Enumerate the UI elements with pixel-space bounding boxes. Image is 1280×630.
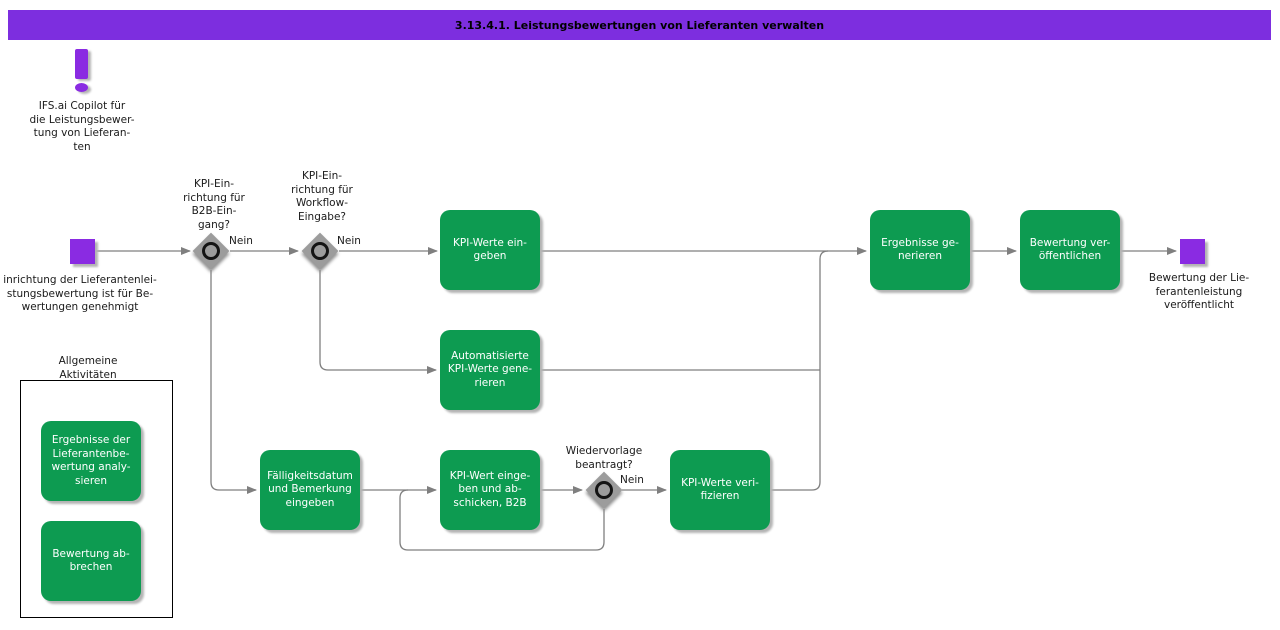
general-activities-box: Ergebnisse der Lieferantenbe- wertung an… [20,380,173,618]
activity-automatisierte-kpi-werte[interactable]: Automatisierte KPI-Werte gene- rieren [440,330,540,410]
activity-label: KPI-Wert einge- ben und ab- schicken, B2… [449,469,531,509]
gateway-b2b-branch-nein: Nein [229,235,253,247]
start-event-label: inrichtung der Lieferantenlei- stungsbew… [3,274,157,313]
activity-label: KPI-Werte ein- geben [453,236,527,263]
annotation-label: IFS.ai Copilot für die Leistungsbewer- t… [29,100,135,153]
exclamation-icon-bar [75,49,88,79]
page-title: 3.13.4.1. Leistungsbewertungen von Liefe… [8,10,1271,40]
gateway-wiedervorlage [585,471,623,509]
gateway-circle-icon [311,242,329,260]
gateway-workflow-branch-nein: Nein [337,235,361,247]
gateway-wiedervorlage-question: Wiedervorlage beantragt? [565,445,643,471]
activity-bewertung-abbrechen[interactable]: Bewertung ab- brechen [41,521,141,601]
activity-bewertung-veroeffentlichen[interactable]: Bewertung ver- öffentlichen [1020,210,1120,290]
activity-ergebnisse-analysieren[interactable]: Ergebnisse der Lieferantenbe- wertung an… [41,421,141,501]
exclamation-icon-dot [75,83,88,92]
activity-kpi-werte-verifizieren[interactable]: KPI-Werte veri- fizieren [670,450,770,530]
activity-label: Ergebnisse der Lieferantenbe- wertung an… [51,434,131,487]
activity-label: Bewertung ab- brechen [52,547,130,574]
activity-kpi-wert-b2b[interactable]: KPI-Wert einge- ben und ab- schicken, B2… [440,450,540,530]
activity-label: Ergebnisse ge- nerieren [881,236,959,263]
activity-label: Fälligkeitsdatum und Bemerkung eingeben [267,469,353,509]
activity-ergebnisse-generieren[interactable]: Ergebnisse ge- nerieren [870,210,970,290]
general-activities-heading: Allgemeine Aktivitäten [58,355,118,381]
activity-label: Automatisierte KPI-Werte gene- rieren [447,349,533,389]
activity-kpi-werte-eingeben[interactable]: KPI-Werte ein- geben [440,210,540,290]
gateway-circle-icon [202,242,220,260]
gateway-b2b-input [192,232,230,270]
activity-label: Bewertung ver- öffentlichen [1029,236,1111,263]
gateway-wiedervorlage-branch-nein: Nein [620,474,644,486]
gateway-b2b-question: KPI-Ein- richtung für B2B-Ein- gang? [183,178,245,231]
page-title-text: 3.13.4.1. Leistungsbewertungen von Liefe… [454,18,825,32]
end-event [1180,239,1205,264]
gateway-workflow-input [301,232,339,270]
activity-label: KPI-Werte veri- fizieren [681,476,759,503]
start-event [70,239,95,264]
gateway-workflow-question: KPI-Ein- richtung für Workflow- Eingabe? [291,170,353,223]
end-event-label: Bewertung der Lie- ferantenleistung verö… [1148,272,1250,311]
activity-faelligkeitsdatum-bemerkung[interactable]: Fälligkeitsdatum und Bemerkung eingeben [260,450,360,530]
gateway-circle-icon [595,481,613,499]
